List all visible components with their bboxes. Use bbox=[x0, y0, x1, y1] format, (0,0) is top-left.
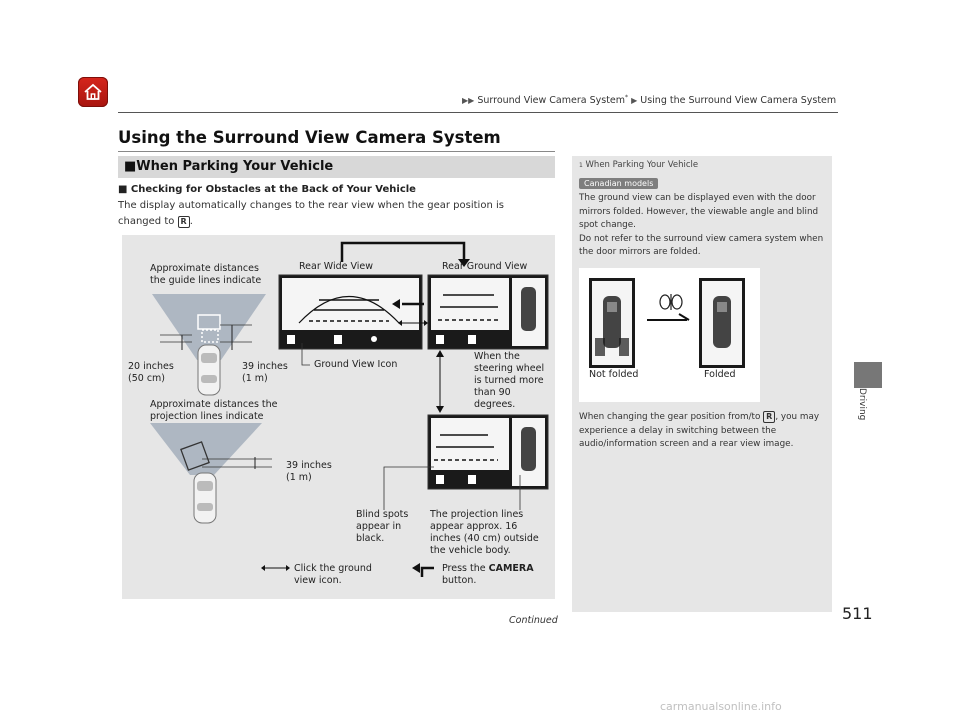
section-heading: ■When Parking Your Vehicle bbox=[118, 156, 555, 178]
sidebar-heading-text: When Parking Your Vehicle bbox=[585, 160, 699, 170]
label-approx-guide: Approximate distances the guide lines in… bbox=[150, 263, 262, 286]
label-not-folded: Not folded bbox=[589, 369, 639, 380]
folded-mirror-icon bbox=[659, 294, 683, 310]
label-rear-wide-view: Rear Wide View bbox=[299, 261, 374, 272]
label-press-pre: Press the bbox=[442, 563, 489, 574]
label-ground-view-icon: Ground View Icon bbox=[314, 359, 398, 370]
label-camera-button: CAMERA bbox=[488, 563, 534, 574]
breadcrumb: ▶▶ Surround View Camera System* ▶ Using … bbox=[462, 94, 836, 106]
canadian-models-badge: Canadian models bbox=[579, 178, 659, 189]
continued-label: Continued bbox=[509, 615, 558, 626]
chapter-tab-driving[interactable]: Driving bbox=[857, 388, 867, 421]
guide-box-1 bbox=[197, 314, 221, 330]
section-heading-text: ■When Parking Your Vehicle bbox=[124, 159, 334, 174]
gear-r-icon-sidebar: R bbox=[763, 411, 776, 423]
note-number: 1 bbox=[579, 162, 583, 169]
label-click-ground-icon: Click the ground view icon. bbox=[294, 563, 372, 586]
body-line-2-pre: changed to bbox=[118, 216, 178, 227]
legend-camera-arrow bbox=[420, 566, 434, 577]
rear-ground-view-turned-screen bbox=[427, 414, 549, 490]
guide-box-2 bbox=[201, 329, 219, 343]
label-39-inches-bottom: 39 inches (1 m) bbox=[286, 460, 332, 483]
label-press-camera: Press the CAMERA button. bbox=[442, 563, 534, 587]
page-number: 511 bbox=[842, 604, 873, 623]
folded-view bbox=[699, 278, 745, 368]
breadcrumb-link-surround-view[interactable]: Surround View Camera System bbox=[477, 95, 626, 107]
label-39-inches-top: 39 inches (1 m) bbox=[242, 361, 288, 384]
camera-diagram-graphics bbox=[150, 241, 549, 577]
guide-lines-area bbox=[152, 294, 266, 360]
label-folded: Folded bbox=[704, 369, 736, 380]
rear-wide-view-screen bbox=[278, 274, 423, 350]
sidebar-text-2: Do not refer to the surround view camera… bbox=[579, 233, 824, 258]
mirror-fold-figure: Not folded Folded bbox=[579, 268, 760, 402]
body-line-1: The display automatically changes to the… bbox=[118, 200, 504, 211]
sidebar-paragraph-1: The ground view can be displayed even wi… bbox=[579, 192, 827, 260]
home-icon bbox=[84, 83, 102, 100]
label-steering-wheel: When the steering wheel is turned more t… bbox=[474, 351, 545, 410]
sidebar-text-3-pre: When changing the gear position from/to bbox=[579, 412, 764, 422]
label-press-post: button. bbox=[442, 575, 477, 586]
not-folded-view bbox=[589, 278, 635, 368]
label-projection-lines: The projection lines appear approx. 16 i… bbox=[430, 509, 539, 556]
label-blind-spots: Blind spots appear in black. bbox=[356, 509, 409, 544]
page-title: Using the Surround View Camera System bbox=[118, 128, 501, 147]
body-line-2-post: . bbox=[189, 216, 193, 227]
mirror-fold-graphics bbox=[589, 278, 745, 368]
breadcrumb-asterisk: * bbox=[625, 94, 629, 101]
projection-lines-area bbox=[150, 423, 262, 475]
chapter-tab-marker bbox=[854, 362, 882, 388]
ground-view-icon bbox=[371, 336, 377, 342]
car-top-view-upper bbox=[197, 344, 221, 396]
watermark-text: carmanualsonline.info bbox=[660, 700, 782, 713]
label-20-inches: 20 inches (50 cm) bbox=[128, 361, 174, 384]
gear-r-icon: R bbox=[177, 216, 190, 228]
sidebar-heading: 1 When Parking Your Vehicle bbox=[579, 160, 698, 170]
sidebar-text-1: The ground view can be displayed even wi… bbox=[579, 193, 819, 230]
subheading: ■ Checking for Obstacles at the Back of … bbox=[118, 184, 416, 195]
camera-button-arrow-top bbox=[340, 241, 466, 262]
sidebar-paragraph-3: When changing the gear position from/to … bbox=[579, 411, 827, 452]
sidebar-text-3-post: , you may experience a delay in switchin… bbox=[579, 412, 820, 449]
car-top-view-lower bbox=[193, 472, 217, 524]
label-rear-ground-view: Rear Ground View bbox=[442, 261, 528, 272]
camera-diagram: Approximate distances the guide lines in… bbox=[122, 235, 555, 599]
breadcrumb-current: Using the Surround View Camera System bbox=[640, 95, 837, 107]
breadcrumb-arrow-icon: ▶▶ bbox=[462, 96, 475, 106]
home-button[interactable] bbox=[78, 77, 108, 107]
body-paragraph: The display automatically changes to the… bbox=[118, 198, 548, 230]
breadcrumb-arrow-icon: ▶ bbox=[631, 96, 638, 106]
label-approx-projection: Approximate distances the projection lin… bbox=[150, 399, 278, 422]
header-rule bbox=[118, 112, 838, 113]
projection-box bbox=[180, 441, 210, 471]
rear-ground-view-screen bbox=[427, 274, 549, 350]
title-rule bbox=[118, 151, 555, 152]
